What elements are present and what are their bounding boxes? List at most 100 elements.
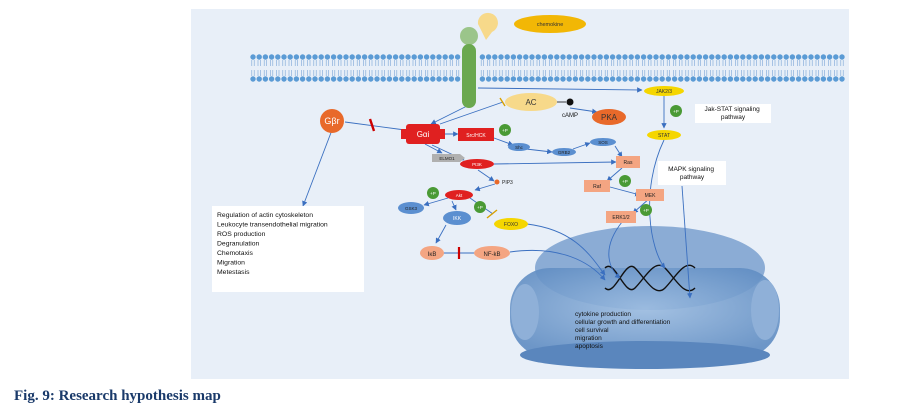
lipid-head (715, 76, 721, 82)
mapk-label-box: MAPK signaling pathway (658, 161, 726, 185)
edge-ikk-ikb (435, 224, 447, 244)
lipid-tail (524, 60, 528, 66)
pathway-nodes: Gβr Gαi AC cAMP PKA JAK2/3 STAT Src/HCK … (320, 86, 684, 260)
lipid-head (746, 54, 752, 60)
phospho-icon: +P (474, 201, 486, 213)
lipid-head (733, 54, 740, 60)
lipid-tail (400, 60, 404, 66)
lipid-tail (257, 70, 261, 76)
lipid-tail (759, 60, 763, 66)
lipid-tail (704, 70, 708, 76)
phospho-icon: +P (427, 187, 439, 199)
lipid-tail (412, 60, 416, 66)
lipid-tail (635, 70, 639, 76)
lipid-head (436, 54, 442, 60)
lipid-tail (710, 60, 714, 66)
lipid-tail (536, 70, 540, 76)
lipid-head (516, 76, 523, 82)
lipid-tail (276, 60, 280, 66)
lipid-head (764, 54, 771, 60)
lipid-head (293, 76, 300, 82)
lipid-head (287, 54, 293, 60)
phospho-icon: +P (640, 204, 652, 216)
lipid-tail (654, 70, 658, 76)
edge-pi3k-pip3 (477, 169, 495, 182)
lipid-head (361, 54, 368, 60)
gbr-node (320, 109, 344, 133)
lipid-tail (673, 60, 677, 66)
jak-stat-label: Jak-STAT signaling pathway (704, 106, 761, 121)
lipid-head (275, 76, 281, 82)
lipid-tail (319, 60, 323, 66)
lipid-head (504, 54, 510, 60)
lipid-head (250, 54, 256, 60)
lipid-tail (499, 60, 503, 66)
lipid-tail (815, 70, 819, 76)
raf-node (584, 180, 610, 192)
lipid-tail (772, 70, 776, 76)
lipid-tail (704, 60, 708, 66)
lipid-tail (834, 70, 838, 76)
lipid-head (665, 54, 672, 60)
lipid-tail (784, 70, 788, 76)
mek-label: MEK (645, 193, 657, 199)
lipid-head (485, 76, 492, 82)
lipid-head (740, 54, 746, 60)
lipid-tail (338, 70, 342, 76)
lipid-tail (741, 70, 745, 76)
lipid-head (640, 76, 647, 82)
lipid-tail (797, 60, 801, 66)
lipid-head (795, 76, 802, 82)
lipid-head (380, 54, 386, 60)
nfkb-label: NF-kB (484, 252, 501, 258)
lipid-head (653, 76, 659, 82)
lipid-tail (710, 70, 714, 76)
lipid-tail (561, 70, 565, 76)
lipid-tail (623, 60, 627, 66)
edge-camp-pka (569, 107, 598, 114)
lipid-head (430, 54, 436, 60)
edge-ras-raf (606, 167, 623, 182)
src-label: Src/HCK (466, 133, 486, 139)
gsk3-label: GSK3 (405, 206, 418, 211)
lipid-head (609, 76, 616, 82)
stat-label: STAT (658, 133, 670, 139)
lipid-tail (530, 60, 534, 66)
lipid-tail (369, 60, 373, 66)
lipid-head (690, 54, 696, 60)
akt-node (445, 190, 473, 200)
lipid-head (839, 76, 845, 82)
phospho-markers: +P +P +P +P +P +P (427, 105, 682, 216)
lipid-tail (716, 60, 720, 66)
lipid-tail (487, 60, 491, 66)
lipid-head (659, 54, 665, 60)
lipid-head (485, 54, 492, 60)
lipid-head (349, 76, 355, 82)
lipid-head (355, 54, 362, 60)
lipid-tail (313, 70, 317, 76)
lipid-tail (418, 70, 422, 76)
svg-text:+P: +P (477, 205, 483, 210)
lipid-head (399, 76, 405, 82)
lipid-head (783, 76, 789, 82)
lipid-tail (549, 70, 553, 76)
lipid-head (330, 54, 337, 60)
lipid-head (268, 54, 275, 60)
lipid-tail (319, 70, 323, 76)
lipid-tail (282, 70, 286, 76)
lipid-tail (580, 60, 584, 66)
lipid-tail (790, 60, 794, 66)
lipid-head (411, 54, 417, 60)
lipid-tail (542, 60, 546, 66)
lipid-head (299, 54, 306, 60)
lipid-tail (728, 70, 732, 76)
edge-shc-grb2 (525, 148, 553, 155)
lipid-head (647, 54, 653, 60)
lipid-tail (301, 70, 305, 76)
lipid-head (337, 76, 343, 82)
lipid-head (789, 54, 796, 60)
lipid-tail (332, 70, 336, 76)
lipid-head (597, 54, 603, 60)
lipid-tail (542, 70, 546, 76)
lipid-head (392, 54, 399, 60)
